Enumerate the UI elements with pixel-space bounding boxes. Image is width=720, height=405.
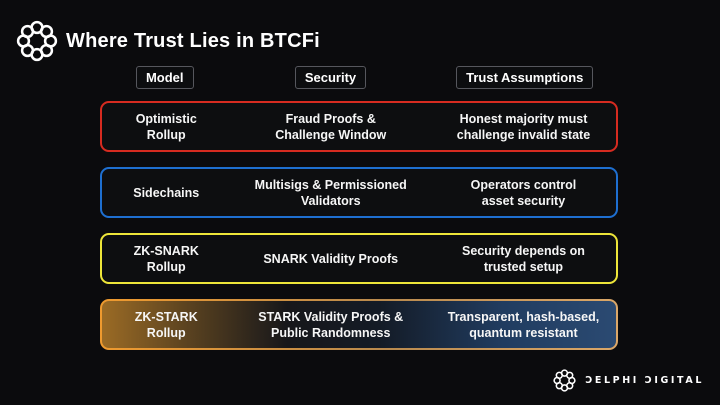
model-cell: Optimistic Rollup [135, 111, 197, 142]
model-cell: ZK-STARK Rollup [134, 309, 198, 340]
header-model: Model [135, 66, 194, 89]
delphi-logo-icon [16, 20, 58, 62]
header-cell-trust: Trust Assumptions [432, 66, 618, 89]
security-cell: Multisigs & Permissioned Validators [254, 177, 407, 208]
brand-wordmark: ƆELPHI ƆIGITAL [585, 375, 704, 386]
trust-cell: Operators control asset security [470, 177, 577, 208]
table-row-sidechains: Sidechains Multisigs & Permissioned Vali… [100, 167, 618, 218]
header-cell-model: Model [100, 66, 230, 89]
title-bar: Where Trust Lies in BTCFi [16, 20, 320, 62]
security-cell: STARK Validity Proofs & Public Randomnes… [258, 309, 404, 340]
header-cell-security: Security [230, 66, 432, 89]
page-title: Where Trust Lies in BTCFi [66, 29, 320, 52]
security-cell: SNARK Validity Proofs [263, 251, 399, 266]
column-headers: Model Security Trust Assumptions [100, 66, 618, 89]
model-cell: Sidechains [133, 185, 200, 200]
table-row-zk-stark-rollup: ZK-STARK Rollup STARK Validity Proofs & … [100, 299, 618, 350]
header-trust-assumptions: Trust Assumptions [456, 66, 594, 89]
trust-cell: Security depends on trusted setup [461, 243, 585, 274]
footer-brand: ƆELPHI ƆIGITAL [553, 369, 704, 392]
table-row-zk-snark-rollup: ZK-SNARK Rollup SNARK Validity Proofs Se… [100, 233, 618, 284]
delphi-footer-logo-icon [553, 369, 576, 392]
trust-cell: Transparent, hash-based, quantum resista… [447, 309, 600, 340]
trust-cell: Honest majority must challenge invalid s… [456, 111, 591, 142]
header-security: Security [294, 66, 367, 89]
model-cell: ZK-SNARK Rollup [133, 243, 199, 274]
table-row-optimistic-rollup: Optimistic Rollup Fraud Proofs & Challen… [100, 101, 618, 152]
security-cell: Fraud Proofs & Challenge Window [275, 111, 387, 142]
trust-table: Optimistic Rollup Fraud Proofs & Challen… [100, 101, 618, 350]
